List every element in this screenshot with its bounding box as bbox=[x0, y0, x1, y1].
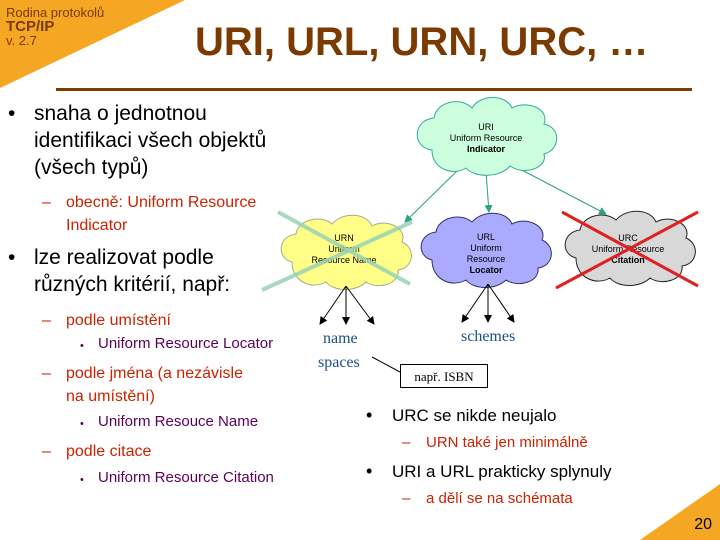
title-divider bbox=[56, 88, 692, 91]
corner-decoration-top-left bbox=[0, 0, 185, 88]
bullet-marker: • bbox=[366, 461, 373, 481]
url-cloud-line1: URL bbox=[477, 232, 495, 242]
corner-decoration-bottom-right bbox=[640, 484, 720, 540]
dash-marker: – bbox=[42, 443, 51, 460]
dash-marker: – bbox=[42, 312, 51, 329]
urn-branch-arrows bbox=[319, 285, 375, 325]
url-cloud-line4: Locator bbox=[469, 265, 503, 275]
slide-title: URI, URL, URN, URC, … bbox=[195, 20, 649, 64]
url-cloud-line2: Uniform bbox=[470, 243, 502, 253]
bullet-l2-line2: Indicator bbox=[66, 217, 128, 234]
series-protocol: TCP/IP bbox=[6, 18, 55, 35]
name-label: name bbox=[323, 330, 358, 347]
url-cloud-line3: Resource bbox=[467, 254, 506, 264]
urc-cloud: URC Uniform Resource Citation bbox=[555, 210, 699, 290]
bullet-r4: a dělí se na schémata bbox=[426, 490, 573, 507]
bullet-l4: podle umístění bbox=[66, 312, 171, 329]
schemes-label: schemes bbox=[461, 328, 515, 345]
series-label: Rodina protokolů TCP/IP v. 2.7 bbox=[6, 6, 104, 48]
uri-cloud-line2: Uniform Resource bbox=[450, 133, 523, 143]
isbn-callout-line bbox=[371, 356, 401, 373]
dot-marker: • bbox=[80, 340, 84, 352]
bullet-marker: • bbox=[366, 405, 373, 425]
page-number: 20 bbox=[694, 516, 712, 533]
bullet-r1: URC se nikde neujalo bbox=[392, 406, 557, 425]
urn-cloud: URN Uniform Resource Name bbox=[261, 210, 413, 292]
bullet-l9: Uniform Resource Citation bbox=[98, 469, 274, 486]
bullet-r2: URN také jen minimálně bbox=[426, 434, 588, 451]
bullet-marker: • bbox=[8, 246, 16, 269]
dash-marker: – bbox=[402, 490, 411, 507]
bullet-r3: URI a URL prakticky splynuly bbox=[392, 462, 612, 481]
dot-marker: • bbox=[80, 418, 84, 430]
dash-marker: – bbox=[42, 365, 51, 382]
bullet-l7: Uniform Resouce Name bbox=[98, 413, 259, 430]
bullet-l5: Uniform Resource Locator bbox=[98, 335, 274, 352]
dash-marker: – bbox=[402, 434, 411, 451]
series-version: v. 2.7 bbox=[6, 33, 37, 48]
urc-cloud-line3: Citation bbox=[611, 255, 645, 265]
series-name: Rodina protokolů bbox=[6, 5, 105, 20]
dash-marker: – bbox=[42, 194, 51, 211]
url-cloud: URL Uniform Resource Locator bbox=[420, 212, 552, 288]
bullet-l1-line1: snaha o jednotnou bbox=[34, 102, 207, 125]
spaces-label: spaces bbox=[318, 354, 360, 371]
bullet-l3-line2: různých kritérií, např: bbox=[34, 273, 231, 296]
bullet-l6-line2: na umístění) bbox=[66, 388, 155, 405]
bullet-l6-line1: podle jména (a nezávisle bbox=[66, 365, 243, 382]
bullet-l1-line3: (všech typů) bbox=[34, 156, 149, 179]
urc-cloud-line1: URC bbox=[618, 233, 638, 243]
bullet-l8: podle citace bbox=[66, 443, 152, 460]
uri-cloud-line3: Indicator bbox=[467, 144, 506, 154]
uri-cloud-line1: URI bbox=[478, 122, 494, 132]
uri-cloud: URI Uniform Resource Indicator bbox=[416, 97, 558, 176]
dot-marker: • bbox=[80, 474, 84, 486]
urn-cloud-line1: URN bbox=[334, 233, 354, 243]
isbn-callout: např. ISBN bbox=[400, 364, 488, 388]
bullet-l3-line1: lze realizovat podle bbox=[34, 246, 214, 269]
bullet-l1-line2: identifikaci všech objektů bbox=[34, 129, 267, 152]
urn-cloud-line3: Resource Name bbox=[311, 255, 376, 265]
bullet-l2-line1: obecně: Uniform Resource bbox=[66, 194, 257, 211]
bullet-marker: • bbox=[8, 102, 16, 125]
url-branch-arrows bbox=[461, 283, 515, 323]
uri-arrows bbox=[404, 167, 607, 223]
